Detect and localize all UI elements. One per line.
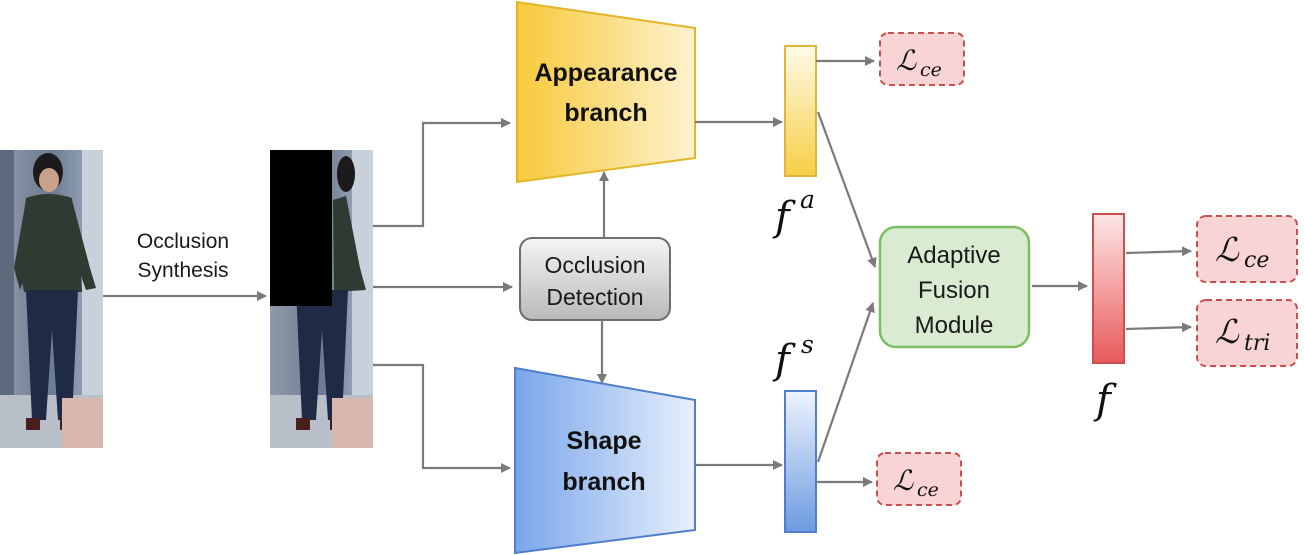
fusion-line3: Module	[915, 312, 994, 339]
adaptive-fusion-module	[878, 225, 1031, 349]
synthesis-label-line1: Occlusion	[137, 230, 229, 253]
appearance-branch-line2: branch	[564, 99, 647, 127]
feature-fs-label: f s	[772, 330, 814, 383]
feature-fa-bar	[784, 45, 817, 177]
svg-text:a: a	[800, 185, 815, 214]
loss-shape-ce: ℒ ce	[876, 452, 962, 506]
svg-text:ℒ: ℒ	[1215, 230, 1240, 269]
appearance-branch-block	[516, 0, 696, 184]
feature-f-label: f	[1093, 377, 1117, 423]
occluded-person-photo	[270, 150, 373, 448]
svg-text:tri: tri	[1244, 331, 1270, 356]
occlusion-block	[270, 150, 332, 306]
loss-fused-tri: ℒ tri	[1196, 299, 1298, 367]
shape-branch-block	[514, 366, 696, 555]
svg-text:ce: ce	[917, 479, 939, 501]
loss-fused-ce: ℒ ce	[1196, 215, 1298, 283]
svg-text:ce: ce	[920, 59, 942, 81]
occlusion-detection-line2: Detection	[546, 284, 643, 310]
feature-fs-bar	[784, 390, 817, 533]
synthesis-label-line2: Synthesis	[137, 259, 228, 282]
svg-text:ℒ: ℒ	[896, 44, 917, 77]
svg-text:ℒ: ℒ	[893, 464, 914, 497]
input-person-photo	[0, 150, 103, 448]
svg-text:f: f	[772, 194, 796, 240]
svg-text:ce: ce	[1244, 248, 1269, 273]
svg-text:ℒ: ℒ	[1215, 312, 1240, 351]
svg-text:s: s	[801, 330, 814, 359]
fusion-line1: Adaptive	[907, 242, 1000, 269]
feature-f-bar	[1092, 213, 1125, 364]
shape-branch-line1: Shape	[566, 427, 641, 455]
to-shape-arrow	[373, 363, 511, 473]
fusion-line2: Fusion	[918, 277, 990, 304]
f-to-tri-arrow	[1125, 322, 1192, 333]
fs-to-fusion-arrow	[816, 302, 875, 463]
fa-to-fusion-arrow	[816, 111, 877, 268]
occlusion-detection-box	[519, 237, 671, 321]
to-appearance-arrow	[373, 118, 511, 228]
appearance-branch-line1: Appearance	[534, 59, 677, 87]
shape-branch-line2: branch	[562, 468, 645, 496]
svg-text:f: f	[772, 337, 796, 383]
occlusion-detection-line1: Occlusion	[545, 252, 646, 278]
f-to-ce-arrow	[1125, 246, 1192, 257]
feature-fa-label: f a	[772, 185, 815, 240]
loss-appearance-ce: ℒ ce	[879, 32, 965, 86]
